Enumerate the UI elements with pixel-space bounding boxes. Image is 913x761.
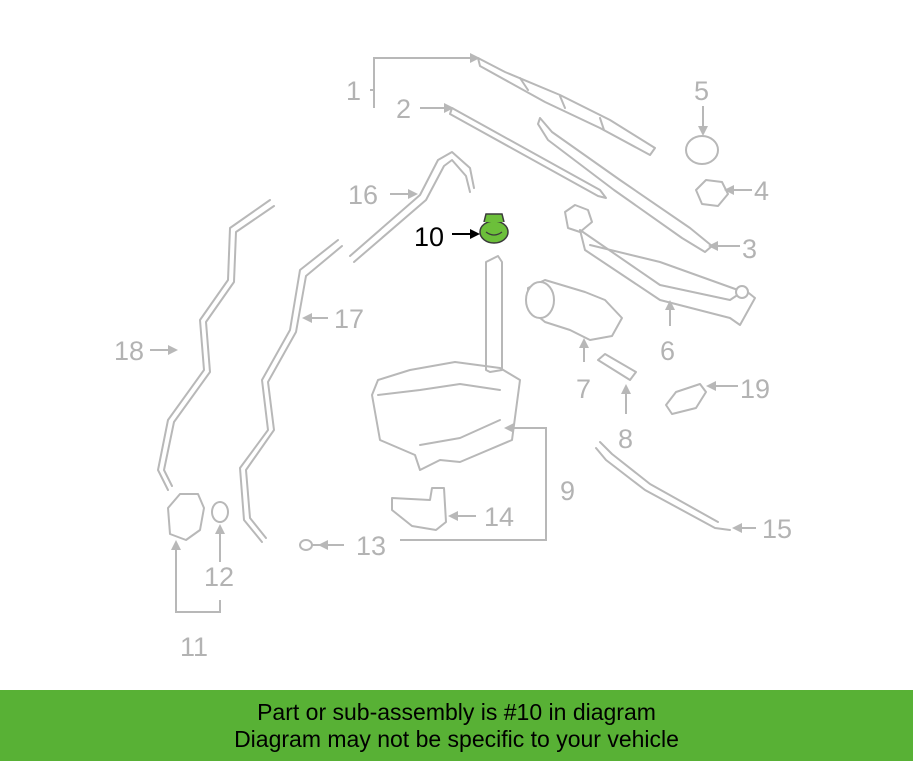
hose-16-part	[349, 151, 475, 263]
bracket-part	[391, 487, 447, 531]
callout-2: 2	[396, 94, 411, 124]
callout-labels: 1 2 3 4 5 6 7 8 9 10 11 12 13 14 15 16 1…	[114, 76, 792, 662]
callout-16: 16	[348, 180, 378, 210]
callout-10: 10	[414, 222, 444, 252]
info-banner: Part or sub-assembly is #10 in diagram D…	[0, 690, 913, 761]
wiper-motor-part	[525, 279, 623, 341]
callout-13: 13	[356, 531, 386, 561]
callout-3: 3	[742, 234, 757, 264]
banner-line-disclaimer: Diagram may not be specific to your vehi…	[234, 725, 679, 752]
hose-15-part	[595, 441, 731, 531]
wiper-blade-part	[477, 57, 656, 156]
wiper-linkage-part	[564, 204, 756, 326]
cover-part	[685, 135, 719, 165]
callout-1: 1	[346, 76, 361, 106]
blade-refill-part	[449, 107, 607, 199]
leader-lines	[150, 53, 756, 613]
callout-18: 18	[114, 336, 144, 366]
callout-12: 12	[204, 562, 234, 592]
nozzle-part	[665, 383, 707, 415]
callout-17: 17	[334, 304, 364, 334]
callout-15: 15	[762, 514, 792, 544]
callout-14: 14	[484, 502, 514, 532]
callout-4: 4	[754, 176, 769, 206]
callout-6: 6	[660, 336, 675, 366]
banner-line-part-number: Part or sub-assembly is #10 in diagram	[257, 698, 656, 725]
highlighted-part-10[interactable]	[479, 213, 509, 244]
callout-11: 11	[180, 632, 208, 662]
washer-reservoir-part	[371, 255, 521, 471]
grommet-part	[211, 501, 229, 523]
callout-5: 5	[694, 76, 709, 106]
nut-cap-part	[695, 179, 729, 207]
clip-part	[299, 539, 323, 551]
callout-9: 9	[560, 476, 575, 506]
wiper-arm-part	[537, 117, 713, 253]
hose-17-part	[239, 239, 343, 543]
pin-part	[597, 353, 637, 381]
callout-8: 8	[618, 424, 633, 454]
parts-diagram: 1 2 3 4 5 6 7 8 9 10 11 12 13 14 15 16 1…	[114, 53, 792, 662]
callout-7: 7	[576, 374, 591, 404]
callout-19: 19	[740, 374, 770, 404]
hose-18-part	[157, 199, 275, 491]
washer-pump-part	[167, 493, 205, 541]
